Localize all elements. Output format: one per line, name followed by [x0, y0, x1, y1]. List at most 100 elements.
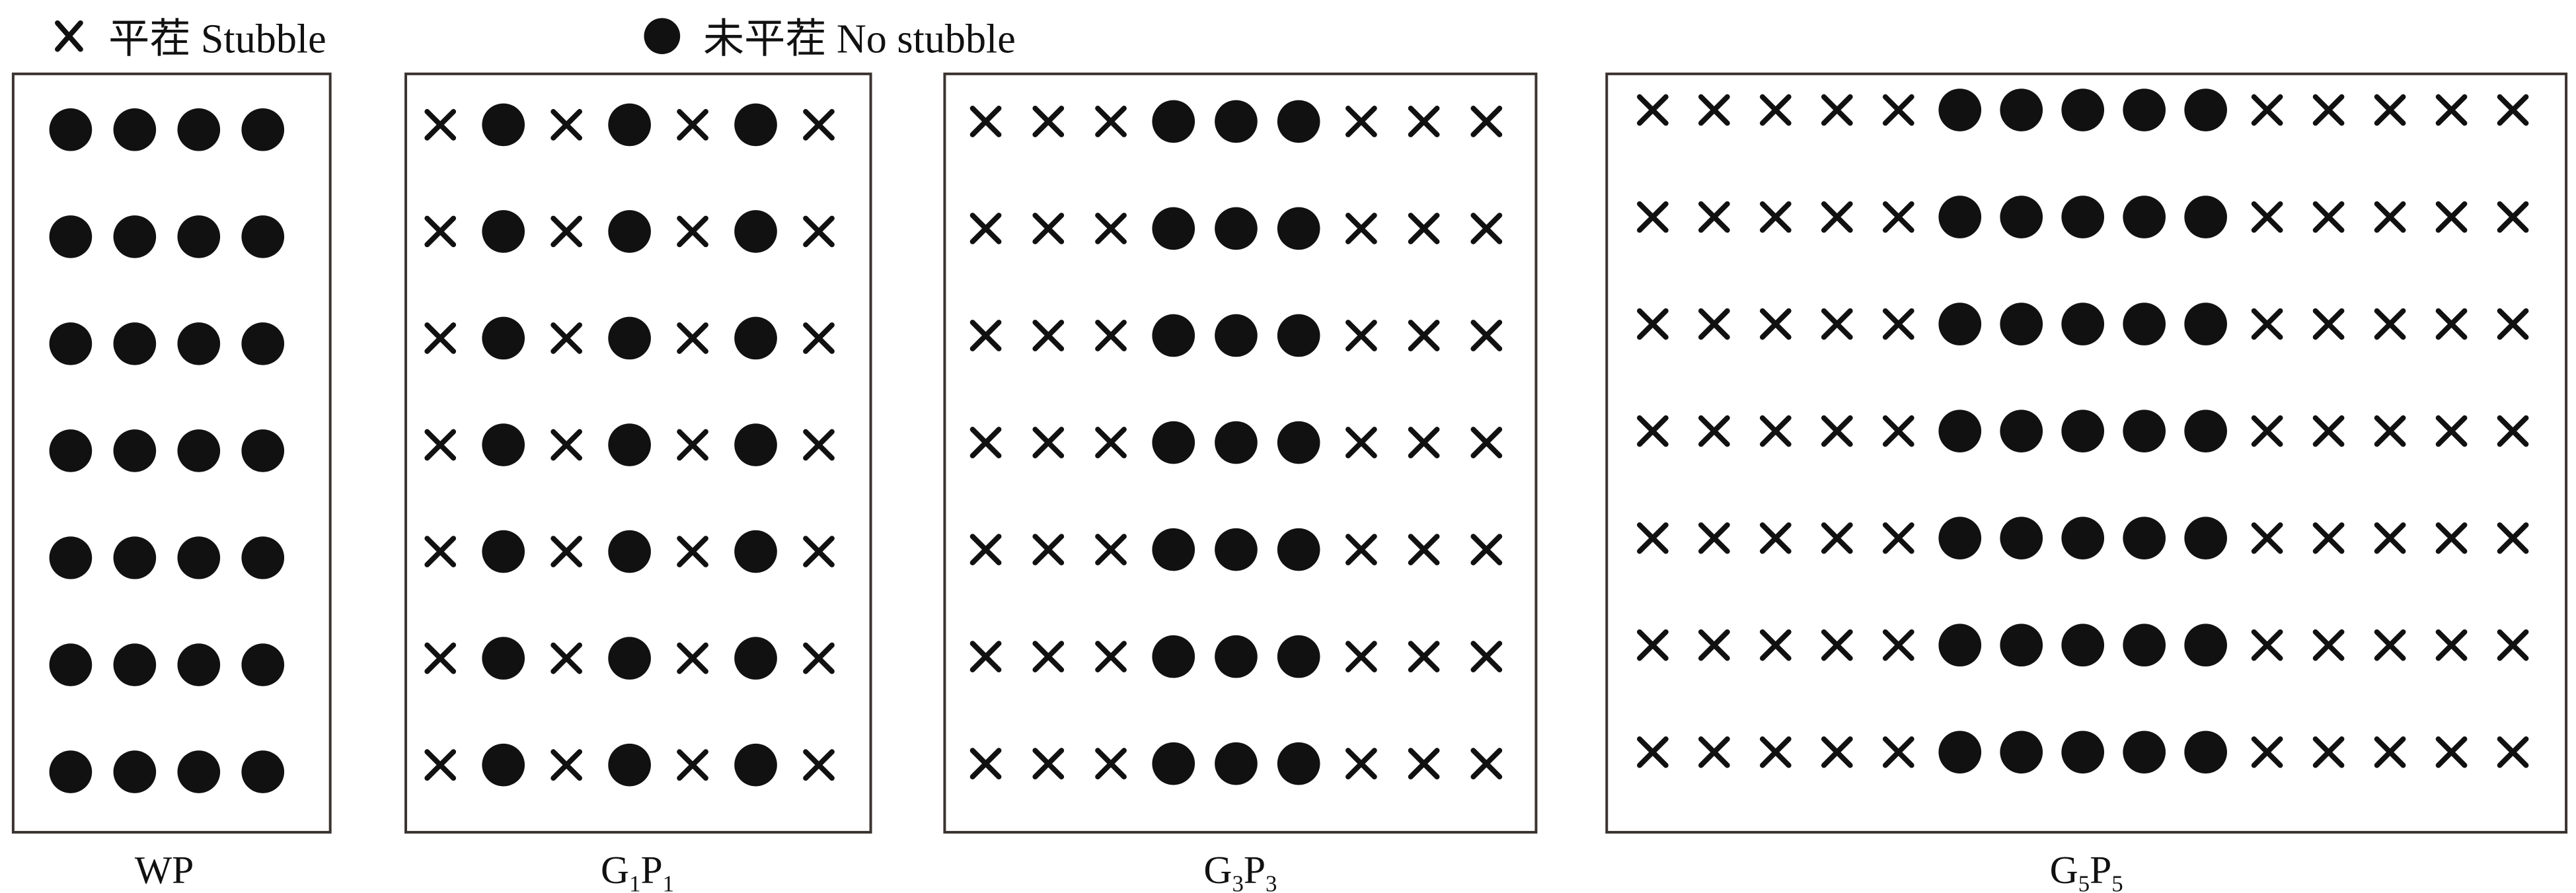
no-stubble-dot-icon — [1938, 517, 1982, 559]
stubble-cross-icon — [1032, 213, 1065, 244]
legend: 平茬 Stubble 未平茬 No stubble — [55, 17, 1016, 62]
no-stubble-dot-icon — [1277, 100, 1320, 143]
no-stubble-dot-icon — [1938, 624, 1982, 667]
stubble-cross-icon — [1882, 94, 1914, 126]
stubble-cross-icon — [1821, 94, 1853, 126]
no-stubble-dot-icon — [241, 750, 285, 793]
no-stubble-dot-icon — [608, 530, 651, 573]
stubble-cross-icon — [803, 429, 835, 461]
panel-label: G3P3 — [1203, 848, 1277, 893]
no-stubble-dot-icon — [1215, 207, 1258, 250]
stubble-cross-icon — [969, 427, 1002, 458]
no-stubble-dot-icon — [1277, 207, 1320, 250]
stubble-cross-icon — [1095, 748, 1127, 780]
stubble-cross-icon — [1637, 629, 1669, 661]
no-stubble-dot-icon — [2123, 517, 2166, 559]
stubble-cross-icon — [969, 641, 1002, 672]
panel-label: WP — [135, 848, 194, 892]
stubble-cross-icon — [2497, 736, 2529, 768]
stubble-cross-icon — [2435, 308, 2468, 340]
stubble-cross-icon — [1821, 308, 1853, 340]
no-stubble-dot-icon — [241, 215, 285, 258]
stubble-cross-icon — [677, 322, 708, 354]
no-stubble-dot-icon — [734, 743, 777, 787]
no-stubble-dot-icon — [1215, 635, 1258, 678]
no-stubble-dot-icon — [2184, 303, 2227, 345]
no-stubble-dot-icon — [1277, 314, 1320, 357]
stubble-cross-icon — [1882, 415, 1914, 447]
stubble-cross-icon — [1759, 522, 1792, 554]
no-stubble-dot-icon — [49, 429, 93, 472]
no-stubble-dot-icon — [2123, 196, 2166, 238]
no-stubble-dot-icon — [2184, 731, 2227, 774]
no-stubble-dot-icon — [482, 530, 525, 573]
stubble-cross-icon — [1095, 213, 1127, 244]
stubble-cross-icon — [424, 215, 457, 248]
stubble-cross-icon — [2435, 736, 2468, 768]
stubble-cross-icon — [1345, 748, 1377, 780]
panel-frame — [943, 72, 1538, 834]
stubble-cross-icon — [1759, 629, 1792, 661]
no-stubble-dot-icon — [1938, 89, 1982, 131]
legend-no-stubble-label: 未平茬 No stubble — [703, 17, 1016, 62]
no-stubble-dot-icon — [2000, 624, 2043, 667]
stubble-cross-icon — [2435, 201, 2468, 233]
stubble-cross-icon — [550, 109, 583, 141]
no-stubble-dot-icon — [113, 643, 157, 686]
stubble-cross-icon — [1408, 748, 1440, 780]
stubble-cross-icon — [969, 534, 1002, 565]
no-stubble-dot-icon — [1215, 528, 1258, 571]
stubble-cross-icon — [1032, 427, 1065, 458]
no-stubble-dot-icon — [49, 108, 93, 151]
stubble-cross-icon — [969, 106, 1002, 137]
stubble-cross-icon — [2312, 629, 2345, 661]
stubble-cross-icon — [677, 109, 708, 141]
stubble-cross-icon — [1095, 641, 1127, 672]
stubble-cross-icon — [2497, 629, 2529, 661]
no-stubble-dot-icon — [49, 322, 93, 365]
no-stubble-dot-icon — [113, 322, 157, 365]
no-stubble-dot-icon — [734, 530, 777, 573]
panel-wp: WP — [11, 72, 332, 892]
stubble-cross-icon — [1408, 106, 1440, 137]
stubble-cross-icon — [677, 215, 708, 248]
no-stubble-dot-icon — [177, 429, 221, 472]
stubble-cross-icon — [550, 536, 583, 567]
no-stubble-dot-icon — [2061, 410, 2105, 452]
stubble-cross-icon — [1759, 415, 1792, 447]
stubble-cross-icon — [1637, 415, 1669, 447]
stubble-cross-icon — [2374, 629, 2406, 661]
stubble-cross-icon — [1470, 320, 1503, 351]
stubble-cross-icon — [424, 642, 457, 674]
stubble-cross-icon — [1821, 736, 1853, 768]
no-stubble-dot-icon — [1277, 742, 1320, 785]
stubble-cross-icon — [803, 322, 835, 354]
no-stubble-dot-icon — [608, 316, 651, 360]
no-stubble-dot-icon — [734, 210, 777, 253]
stubble-cross-icon — [424, 109, 457, 141]
stubble-cross-icon — [969, 748, 1002, 780]
no-stubble-dot-icon — [241, 322, 285, 365]
stubble-cross-icon — [969, 213, 1002, 244]
stubble-cross-icon — [2312, 94, 2345, 126]
no-stubble-dot-icon — [241, 108, 285, 151]
no-stubble-dot-icon — [2061, 196, 2105, 238]
stubble-cross-icon — [1637, 522, 1669, 554]
stubble-cross-icon — [677, 429, 708, 461]
no-stubble-dot-icon — [1938, 196, 1982, 238]
stubble-cross-icon — [550, 642, 583, 674]
no-stubble-dot-icon — [1152, 635, 1195, 678]
panel-frame — [11, 72, 332, 834]
no-stubble-dot-icon — [2184, 196, 2227, 238]
stubble-cross-icon — [2251, 629, 2283, 661]
no-stubble-dot-icon — [2123, 624, 2166, 667]
stubble-cross-icon — [1032, 106, 1065, 137]
no-stubble-dot-icon — [1938, 731, 1982, 774]
stubble-cross-icon — [2312, 522, 2345, 554]
no-stubble-dot-icon — [2000, 196, 2043, 238]
stubble-cross-icon — [1698, 201, 1730, 233]
no-stubble-dot-icon — [2000, 410, 2043, 452]
no-stubble-dot-icon — [2123, 410, 2166, 452]
no-stubble-dot-icon — [608, 423, 651, 466]
